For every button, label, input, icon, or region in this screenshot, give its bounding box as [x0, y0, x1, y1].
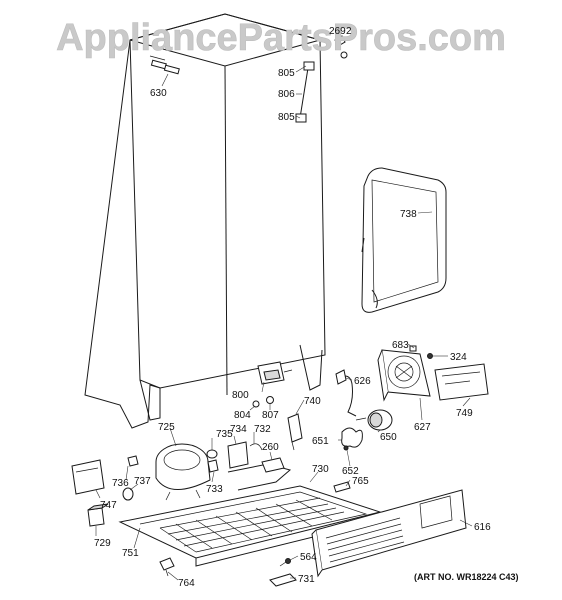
callout-805-top: 805 — [278, 68, 295, 79]
leader-lines — [95, 65, 473, 581]
callout-807: 807 — [262, 410, 279, 421]
callout-650: 650 — [380, 432, 397, 443]
callout-804: 804 — [234, 410, 251, 421]
callout-2: 2 — [346, 26, 352, 37]
callout-735: 735 — [216, 429, 233, 440]
callout-651: 651 — [312, 436, 329, 447]
callout-732: 732 — [254, 424, 271, 435]
callout-747: 747 — [100, 500, 117, 511]
water-valve — [252, 361, 293, 408]
fan-blade — [341, 427, 363, 451]
callout-725: 725 — [158, 422, 175, 433]
callout-730: 730 — [312, 464, 329, 475]
callout-626: 626 — [354, 376, 371, 387]
callout-683: 683 — [392, 340, 409, 351]
drain-pan-clip — [333, 481, 351, 493]
terminal-cover — [71, 459, 105, 495]
small-clip-parts — [334, 35, 348, 59]
callout-729: 729 — [94, 538, 111, 549]
callout-731: 731 — [298, 574, 315, 585]
clip — [159, 557, 175, 577]
condenser-tubing — [227, 457, 292, 491]
callout-806: 806 — [278, 89, 295, 100]
overload-block — [87, 503, 109, 527]
callout-749: 749 — [456, 408, 473, 419]
callout-260: 260 — [262, 442, 279, 453]
callout-269: 269 — [329, 26, 346, 37]
power-cord — [335, 369, 357, 417]
toe-grille — [311, 489, 467, 578]
callout-805-bottom: 805 — [278, 112, 295, 123]
callout-736: 736 — [112, 478, 129, 489]
art-number: (ART NO. WR18224 C43) — [414, 572, 519, 582]
watermark: AppliancePartsPros.com — [56, 17, 506, 59]
mounting-grommets — [122, 455, 139, 501]
compressor-accessories — [206, 441, 263, 473]
cabinet — [84, 13, 326, 429]
callout-765: 765 — [352, 476, 369, 487]
gasket-loop — [361, 167, 447, 313]
drain-tube — [295, 61, 315, 123]
fan-motor — [355, 409, 393, 431]
callout-733: 733 — [206, 484, 223, 495]
evaporator-fan-housing — [377, 345, 431, 402]
screw — [279, 558, 291, 567]
callout-800: 800 — [232, 390, 249, 401]
callout-764: 764 — [178, 578, 195, 589]
callout-738: 738 — [400, 209, 417, 220]
callout-324: 324 — [450, 352, 467, 363]
callout-737: 737 — [134, 476, 151, 487]
callout-627: 627 — [414, 422, 431, 433]
callout-751: 751 — [122, 548, 139, 559]
start-relay — [287, 413, 303, 451]
base-plate-and-condenser — [118, 485, 383, 567]
callout-734: 734 — [230, 424, 247, 435]
callout-630: 630 — [150, 88, 167, 99]
callout-652: 652 — [342, 466, 359, 477]
bracket — [269, 573, 297, 587]
callout-labels: 630 269 2 805 806 805 738 683 324 626 80… — [94, 26, 491, 589]
callout-740: 740 — [304, 396, 321, 407]
callout-616: 616 — [474, 522, 491, 533]
callout-564: 564 — [300, 552, 317, 563]
compressor — [155, 443, 211, 501]
